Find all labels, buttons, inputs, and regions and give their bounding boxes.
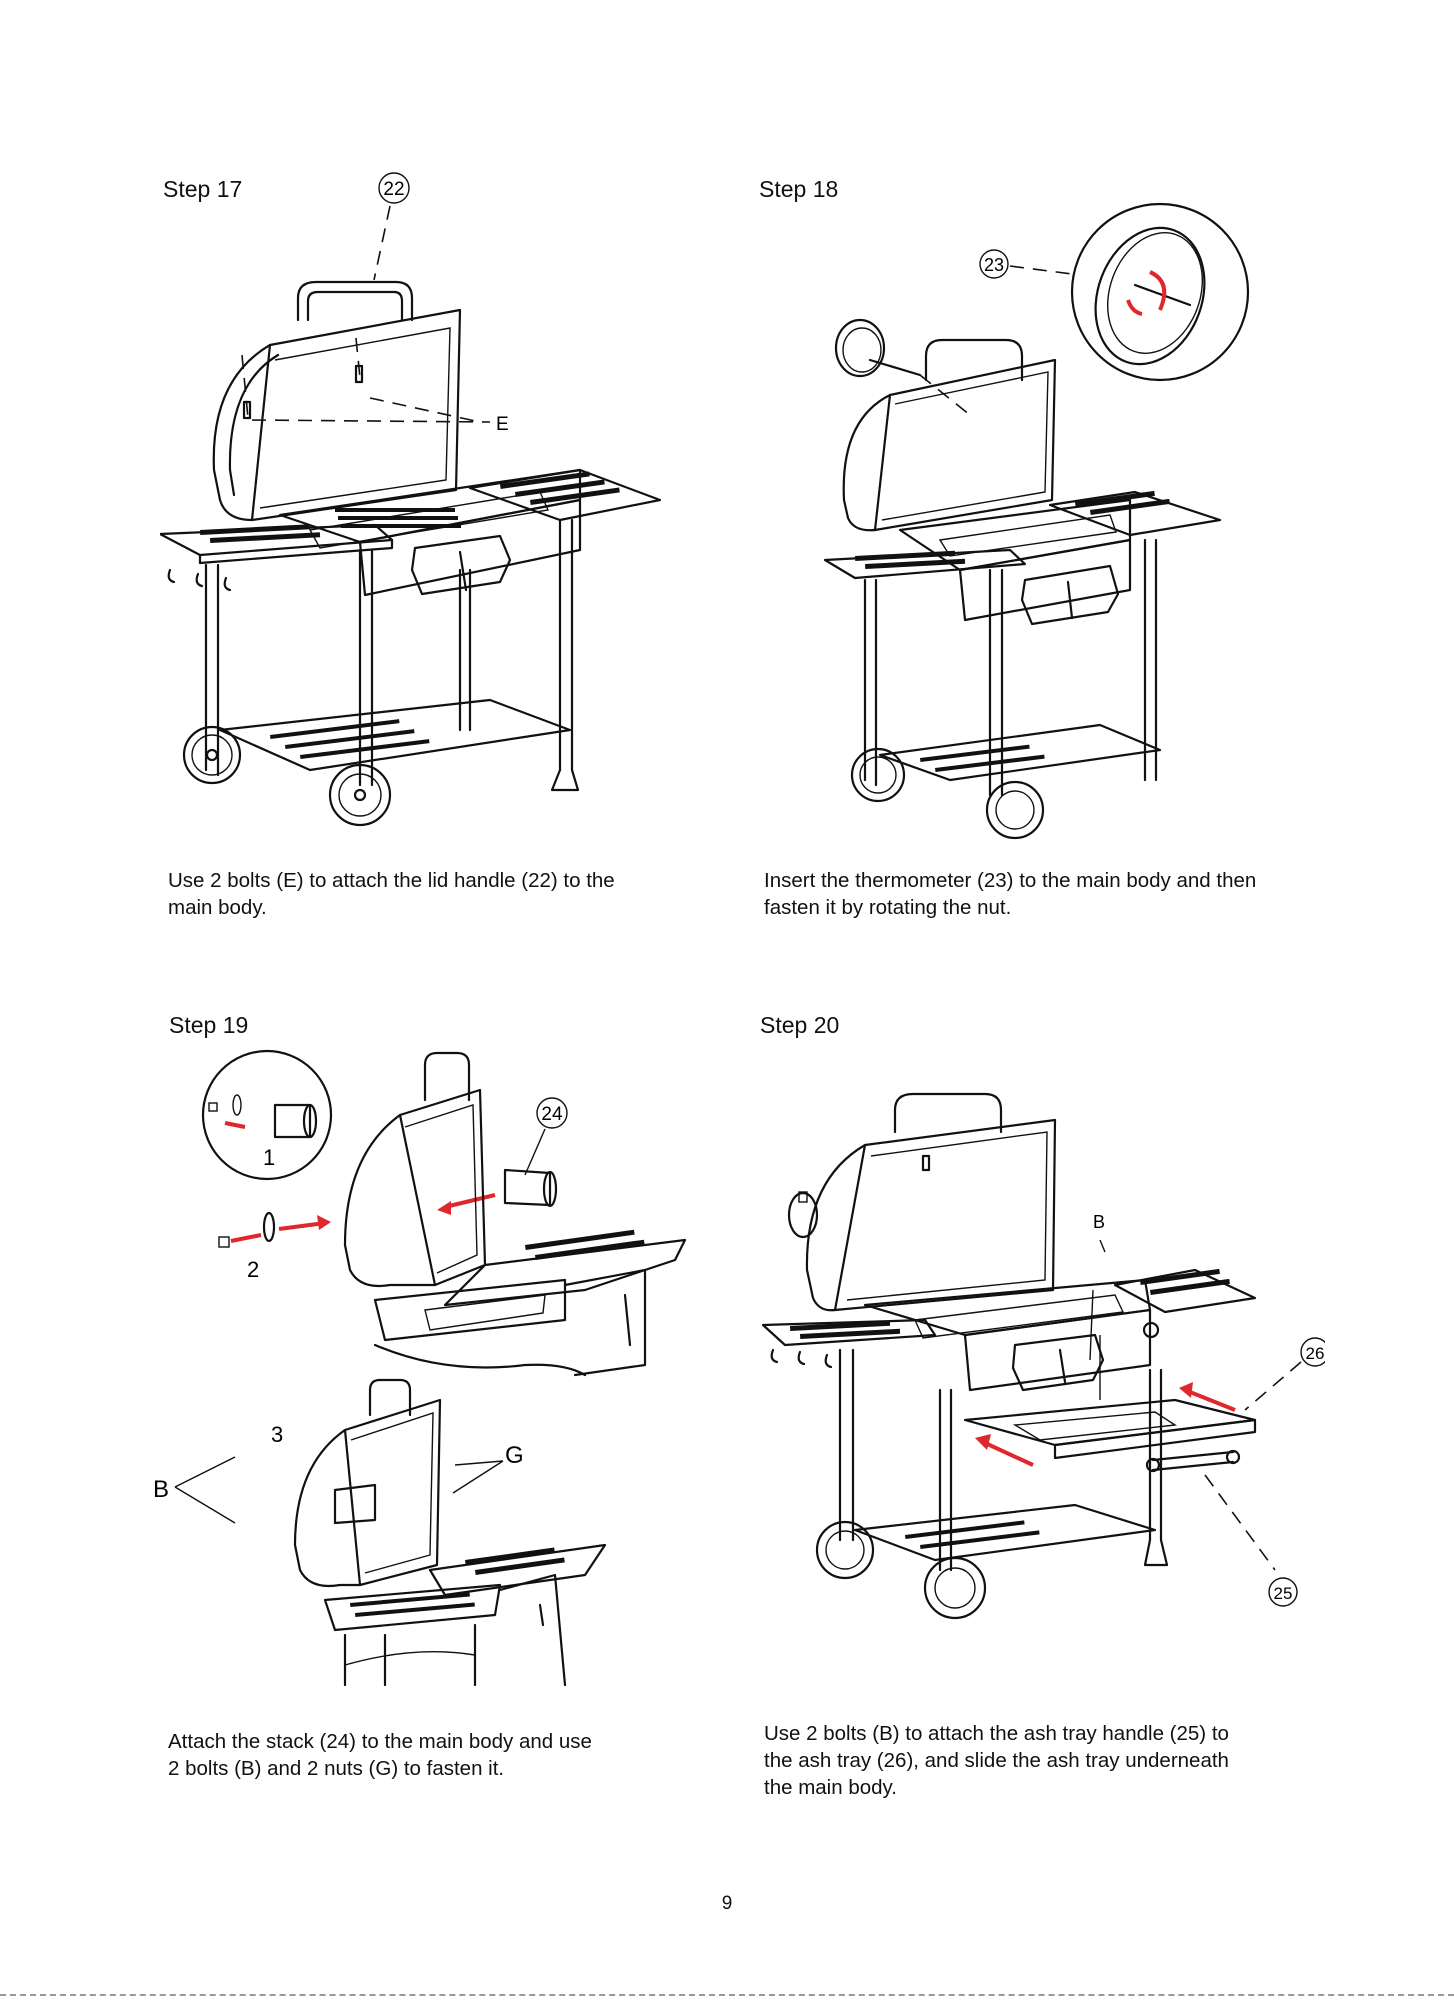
callout-26-badge: 26 bbox=[1300, 1337, 1325, 1367]
wheel-icon bbox=[923, 1556, 987, 1620]
wheel-icon bbox=[328, 763, 392, 827]
caption-line: 2 bolts (B) and 2 nuts (G) to fasten it. bbox=[168, 1757, 505, 1780]
wheel-icon bbox=[985, 780, 1045, 840]
svg-text:24: 24 bbox=[541, 1104, 563, 1125]
caption-line: Use 2 bolts (B) to attach the ash tray h… bbox=[764, 1722, 1229, 1745]
caption-line: the ash tray (26), and slide the ash tra… bbox=[764, 1749, 1229, 1772]
wheel-icon bbox=[850, 747, 906, 803]
sub-step-1: 1 bbox=[263, 1145, 275, 1170]
callout-bolt-B: B bbox=[153, 1476, 169, 1503]
step-18-diagram: 23 bbox=[823, 202, 1250, 840]
bottom-divider bbox=[0, 1994, 1454, 1996]
callout-nut-G: G bbox=[505, 1442, 524, 1469]
sub-step-2: 2 bbox=[247, 1257, 259, 1282]
step-18-caption: Insert the thermometer (23) to the main … bbox=[764, 867, 1364, 921]
callout-22-badge: 22 bbox=[378, 172, 410, 204]
wheel-icon bbox=[182, 725, 242, 785]
callout-bolt-B: B bbox=[1093, 1212, 1105, 1232]
step-17-title: Step 17 bbox=[163, 176, 243, 202]
caption-line: Attach the stack (24) to the main body a… bbox=[168, 1730, 592, 1753]
svg-text:22: 22 bbox=[383, 179, 404, 200]
callout-bolt-E: E bbox=[496, 414, 509, 435]
step-20-title: Step 20 bbox=[760, 1012, 840, 1038]
wheel-icon bbox=[815, 1520, 875, 1580]
svg-text:23: 23 bbox=[984, 255, 1004, 275]
sub-step-3: 3 bbox=[271, 1422, 283, 1447]
step-20-caption: Use 2 bolts (B) to attach the ash tray h… bbox=[764, 1720, 1364, 1801]
caption-line: the main body. bbox=[764, 1776, 897, 1799]
step-20-diagram: B 26 25 bbox=[761, 1092, 1325, 1620]
caption-line: Use 2 bolts (E) to attach the lid handle… bbox=[168, 869, 615, 892]
callout-25-badge: 25 bbox=[1268, 1577, 1298, 1607]
step-18-title: Step 18 bbox=[759, 176, 839, 202]
step-19-caption: Attach the stack (24) to the main body a… bbox=[168, 1728, 728, 1782]
step-19-diagram: 1 2 24 3 B G bbox=[153, 1049, 687, 1687]
caption-line: main body. bbox=[168, 896, 267, 919]
step-17-diagram: 22 E bbox=[160, 172, 662, 827]
callout-24-badge: 24 bbox=[536, 1097, 568, 1129]
caption-line: Insert the thermometer (23) to the main … bbox=[764, 869, 1257, 892]
step-19-title: Step 19 bbox=[169, 1012, 249, 1038]
caption-line: fasten it by rotating the nut. bbox=[764, 896, 1012, 919]
svg-text:26: 26 bbox=[1306, 1344, 1325, 1363]
callout-23-badge: 23 bbox=[979, 249, 1009, 279]
svg-text:25: 25 bbox=[1274, 1584, 1293, 1603]
page-number: 9 bbox=[721, 1893, 733, 1914]
step-17-caption: Use 2 bolts (E) to attach the lid handle… bbox=[168, 867, 728, 921]
